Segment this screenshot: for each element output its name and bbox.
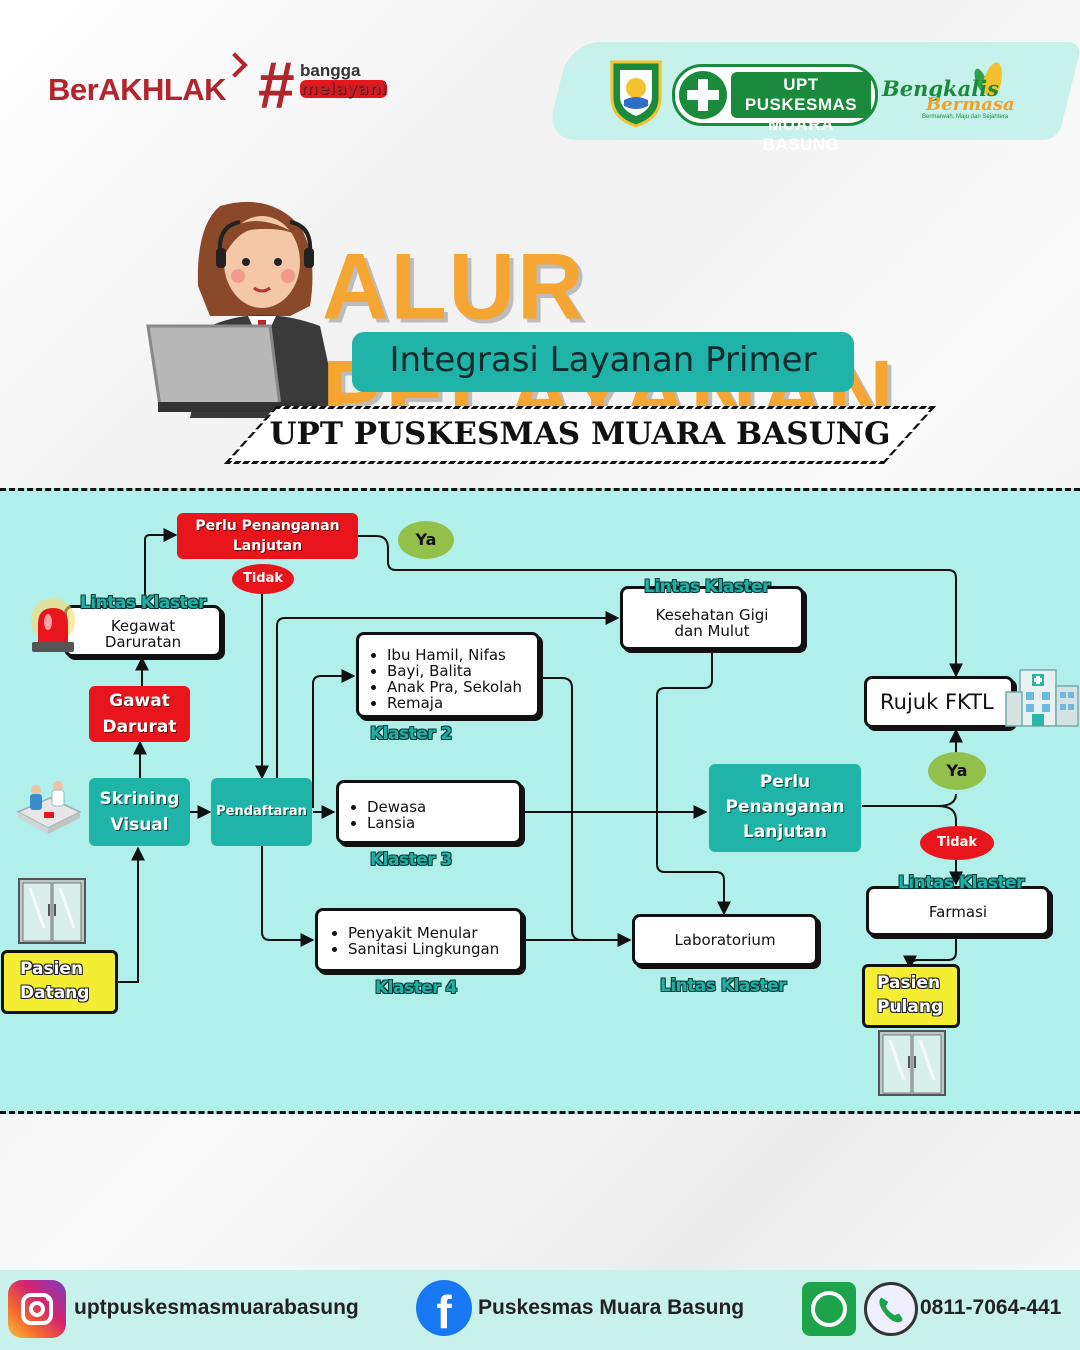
whatsapp-icon[interactable] (802, 1282, 856, 1336)
door-icon (18, 878, 86, 944)
kegawat-daruratan-label: Kegawat Daruratan (104, 617, 182, 651)
farmasi-label: Farmasi (928, 903, 988, 921)
klaster-2-item: Bayi, Balita (387, 663, 531, 679)
klaster-3-list: Dewasa Lansia (349, 799, 513, 831)
tidak-top-label: Tidak (242, 571, 284, 586)
tidak-decision-right: Tidak (920, 826, 994, 860)
facebook-page[interactable]: Puskesmas Muara Basung (478, 1296, 745, 1319)
ya-top-label: Ya (415, 530, 437, 549)
klaster-2-list: Ibu Hamil, Nifas Bayi, Balita Anak Pra, … (369, 647, 531, 711)
laboratorium-box: Laboratorium (632, 914, 818, 966)
tidak-decision-top: Tidak (232, 564, 294, 594)
phone-icon[interactable] (864, 1282, 918, 1336)
hashtag-line-2: melayani (300, 79, 387, 99)
berakhlak-arrow-icon (222, 52, 248, 78)
exit-door-icon (878, 1030, 946, 1096)
pkm-logo-line-2: MUARA BASUNG (762, 115, 840, 154)
klaster-2-box: Ibu Hamil, Nifas Bayi, Balita Anak Pra, … (356, 632, 540, 718)
klaster-2-item: Ibu Hamil, Nifas (387, 647, 531, 663)
klaster-3-box: Dewasa Lansia (336, 780, 522, 844)
pkm-logo-line-1: UPT PUSKESMAS (744, 75, 858, 114)
pasien-pulang-box: Pasien Pulang (862, 964, 960, 1028)
pendaftaran-box: Pendaftaran (211, 778, 312, 846)
phone-number[interactable]: 0811-7064-441 (920, 1296, 1062, 1319)
klaster-2-label: Klaster 2 (370, 724, 452, 744)
skrining-visual-box: Skrining Visual (89, 778, 190, 846)
bengkalis-bermasa-logo: Bengkalis Bermasa Bermarwah, Maju dan Se… (880, 60, 1020, 124)
riau-crest-icon (610, 60, 662, 128)
berakhlak-logo: BerAKHLAK (48, 72, 227, 107)
laboratorium-label: Laboratorium (674, 931, 776, 949)
kesehatan-gigi-label: Kesehatan Gigi dan Mulut (655, 606, 769, 640)
doctors-icon (16, 781, 82, 834)
perlu-penanganan-lanjutan-emergency: Perlu Penanganan Lanjutan (177, 513, 358, 559)
klaster-3-item: Dewasa (367, 799, 513, 815)
klaster-3-item: Lansia (367, 815, 513, 831)
klaster-4-label: Klaster 4 (375, 978, 457, 998)
health-cross-icon (679, 71, 727, 119)
tidak-right-label: Tidak (936, 835, 978, 850)
lintas-klaster-kegawat-label: Lintas Klaster (80, 593, 207, 613)
ya-decision-top: Ya (398, 521, 454, 559)
hospital-icon (1005, 669, 1079, 727)
pasien-datang-label: Pasien Datang (20, 959, 90, 1003)
gawat-darurat-box: Gawat Darurat (89, 686, 190, 742)
perlu-penanganan-lanjutan-top-label: Perlu Penanganan Lanjutan (195, 518, 340, 554)
siren-icon (31, 598, 75, 652)
lintas-klaster-gigi-label: Lintas Klaster (644, 577, 771, 597)
bermasa-word: Bermasa (926, 94, 1015, 115)
hashtag-logo: # (258, 48, 295, 122)
pasien-pulang-label: Pasien Pulang (877, 973, 944, 1017)
klaster-2-item: Anak Pra, Sekolah (387, 679, 531, 695)
banner-text: UPT PUSKESMAS MUARA BASUNG (269, 416, 891, 452)
kesehatan-gigi-box: Kesehatan Gigi dan Mulut (620, 586, 804, 650)
pasien-datang-box: Pasien Datang (1, 950, 118, 1014)
gawat-darurat-label: Gawat Darurat (102, 691, 177, 737)
rujuk-fktl-label: Rujuk FKTL (880, 690, 994, 714)
lintas-klaster-lab-label: Lintas Klaster (660, 976, 787, 996)
skrining-visual-label: Skrining Visual (99, 789, 180, 835)
rujuk-fktl-box: Rujuk FKTL (864, 676, 1014, 728)
facebook-icon[interactable]: f (416, 1280, 472, 1338)
klaster-3-label: Klaster 3 (370, 850, 452, 870)
farmasi-box: Farmasi (866, 886, 1050, 936)
pendaftaran-label: Pendaftaran (216, 804, 307, 819)
subtitle-pill (352, 332, 854, 392)
klaster-4-item: Sanitasi Lingkungan (348, 941, 514, 957)
puskesmas-logo: UPT PUSKESMAS MUARA BASUNG (672, 64, 878, 154)
bengkalis-word: Bengkalis (882, 76, 999, 101)
ya-decision-right: Ya (928, 752, 986, 790)
ya-right-label: Ya (946, 761, 968, 780)
klaster-4-item: Penyakit Menular (348, 925, 514, 941)
customer-service-woman-illustration (146, 201, 340, 418)
klaster-4-box: Penyakit Menular Sanitasi Lingkungan (315, 908, 523, 972)
page-subtitle: Integrasi Layanan Primer (389, 340, 817, 380)
klaster-2-item: Remaja (387, 695, 531, 711)
perlu-penanganan-lanjutan-mid-label: Perlu Penanganan Lanjutan (725, 772, 845, 842)
hashtag-line-1: bangga (300, 61, 361, 80)
instagram-handle[interactable]: uptpuskesmasmuarabasung (74, 1296, 359, 1319)
perlu-penanganan-lanjutan-box: Perlu Penanganan Lanjutan (709, 764, 861, 852)
bangga-melayani-bangsa: bangga melayani bangsa (300, 61, 387, 98)
kegawat-daruratan-box: Kegawat Daruratan (64, 605, 222, 657)
instagram-icon[interactable] (8, 1280, 66, 1338)
klaster-4-list: Penyakit Menular Sanitasi Lingkungan (330, 925, 514, 957)
bengkalis-tagline: Bermarwah, Maju dan Sejahtera (922, 114, 1009, 120)
lintas-klaster-farmasi-label: Lintas Klaster (898, 873, 1025, 893)
